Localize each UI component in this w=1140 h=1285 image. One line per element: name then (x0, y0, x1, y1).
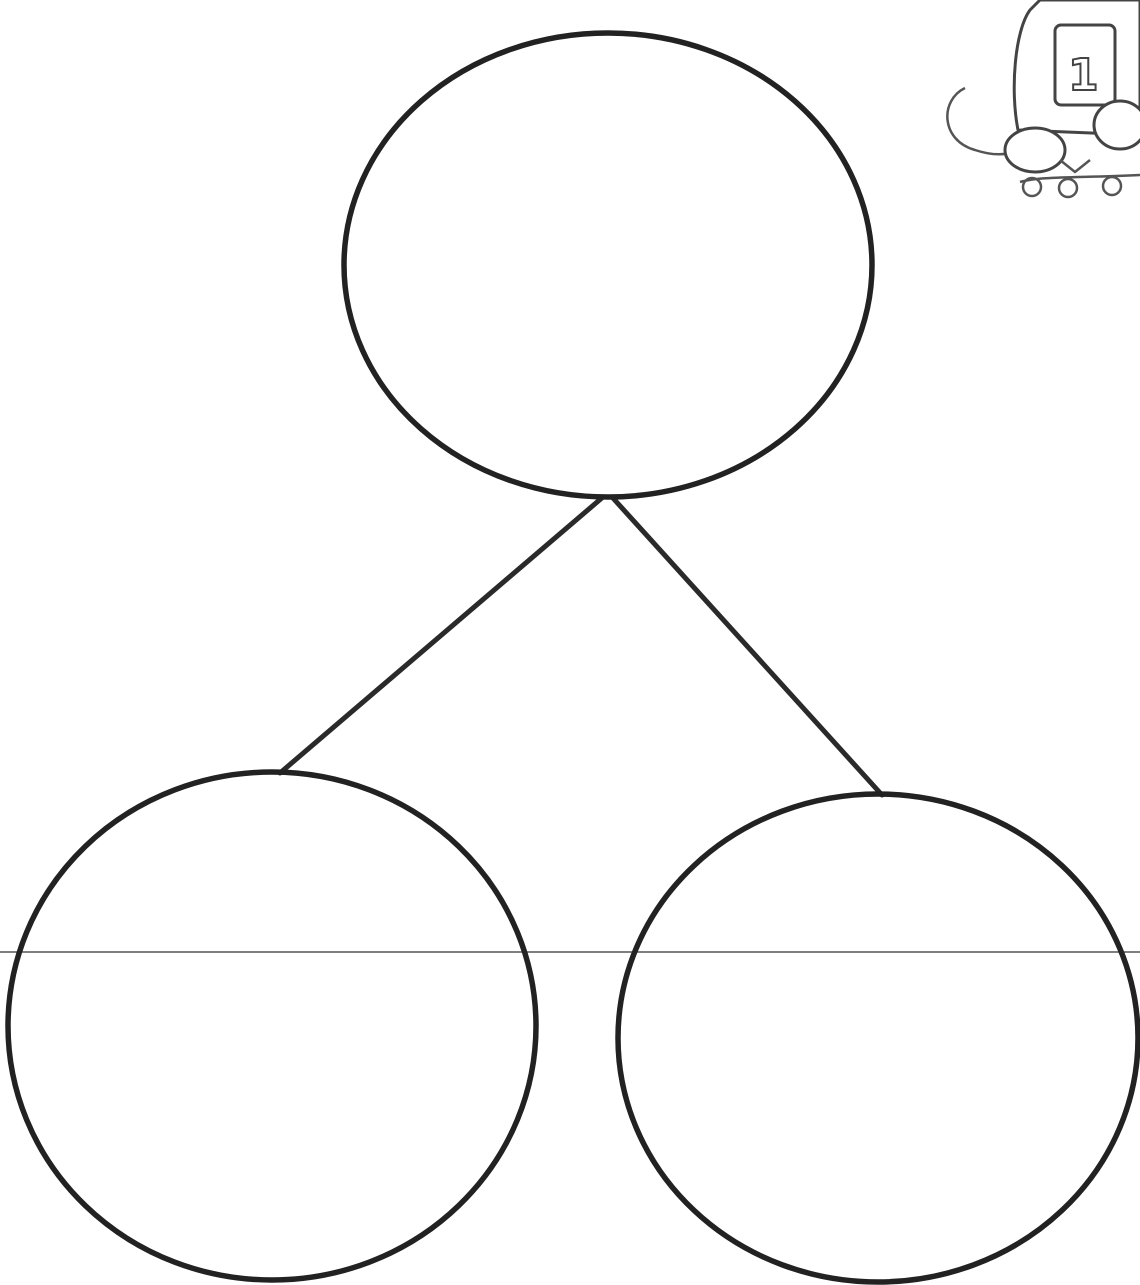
child-with-number-1-icon: 1 (947, 0, 1140, 197)
clipart-number: 1 (1068, 50, 1099, 101)
part-circle-left[interactable] (8, 772, 536, 1280)
connector-left (280, 497, 603, 773)
whole-circle[interactable] (344, 33, 872, 497)
part-circle-right[interactable] (618, 794, 1138, 1282)
connector-right (612, 497, 882, 795)
